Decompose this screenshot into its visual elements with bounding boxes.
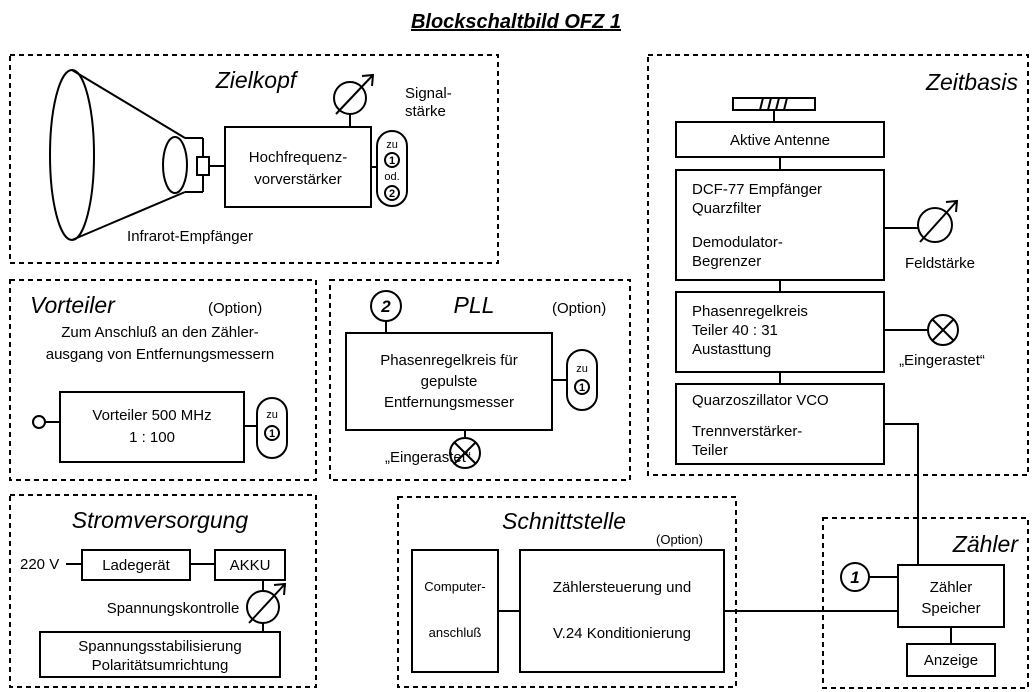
ir-receiver-label: Infrarot-Empfänger [127,228,253,245]
connector-pill-vorteiler [256,397,288,459]
phase-lock-box [675,291,885,373]
pill-num-2: 2 [389,188,395,200]
vorteiler-box [59,391,245,463]
vorteiler-frame [9,279,317,481]
pll-box [345,332,553,431]
pill-num-1: 1 [269,428,275,440]
antenna-icon [732,97,816,122]
connector-pill-zielkopf [376,130,408,207]
dcf-label-1: DCF-77 Empfänger [692,181,822,198]
charger-box [81,549,191,581]
section-vorteiler: Vorteiler (Option) Zum Anschluß an den Z… [9,279,317,481]
pll-number: 2 [380,297,391,316]
dcf-label-4: Begrenzer [692,253,761,270]
stabilizer-box [39,631,281,678]
battery-label: AKKU [230,557,271,574]
section-stromversorgung: Stromversorgung 220 V Ladegerät AKKU Spa… [9,494,317,688]
hf-amplifier-label-1: Hochfrequenz- [249,149,347,166]
quartz-oscillator-box [675,383,885,465]
section-zaehler: Zähler 1 Zähler Speicher Anzeige [822,517,1029,689]
vorteiler-box-label-2: 1 : 100 [129,429,175,446]
diagram-title: Blockschaltbild OFZ 1 [411,11,621,33]
quarz-label-2: Trennverstärker- [692,423,802,440]
pll-box-label-2: gepulste [421,373,478,390]
vorteiler-desc-1: Zum Anschluß an den Zähler- [61,324,259,341]
schnitt-frame [397,496,737,688]
zaehler-frame [822,517,1029,689]
quarz-label-3: Teiler [692,442,728,459]
zaehler-title: Zähler [952,531,1020,557]
dcf77-receiver-box [675,169,885,281]
vorteiler-option: (Option) [208,300,262,317]
display-box [906,643,996,677]
counter-memory-box [897,564,1005,628]
voltage-control-label: Spannungskontrolle [107,600,240,617]
field-strength-label: Feldstärke [905,255,975,272]
zeitbasis-title: Zeitbasis [925,69,1019,95]
pill-num-1: 1 [389,155,395,167]
battery-box [214,549,286,581]
counter-memory-label-2: Speicher [921,600,980,617]
field-strength-meter-icon [917,199,959,243]
zielkopf-frame [9,54,499,264]
charger-label: Ladegerät [102,557,170,574]
computer-port-label-1: Computer- [424,579,485,594]
pll-lamp-label: „Eingerastet“ [385,449,471,466]
pll-lamp-icon [449,437,481,469]
pll-option: (Option) [552,300,606,317]
signal-meter-icon [333,73,375,115]
zaehler-number: 1 [850,568,859,587]
pill-od-label: od. [384,171,399,183]
stabilizer-label-1: Spannungsstabilisierung [78,638,241,655]
section-pll: 2 PLL (Option) Phasenregelkreis für gepu… [329,279,631,481]
voltage-meter-icon [246,582,287,624]
input-terminal-icon [32,415,46,429]
schnitt-option: (Option) [656,532,703,547]
dcf-label-2: Quarzfilter [692,200,761,217]
counter-control-label-1: Zählersteuerung und [553,579,691,596]
pll-box-label-1: Phasenregelkreis für [380,352,518,369]
hf-amplifier-label-2: vorverstärker [254,171,342,188]
pill-zu-label: zu [576,363,588,375]
section-schnittstelle: Schnittstelle (Option) Computer- anschlu… [397,496,737,688]
computer-port-box [411,549,499,673]
pll-title: PLL [454,292,495,318]
schnitt-title: Schnittstelle [502,508,626,534]
zeitbasis-lamp-icon [927,314,959,346]
pill-zu-label: zu [386,139,398,151]
antenna-label: Aktive Antenne [730,132,830,149]
pill-zu-label: zu [266,409,278,421]
signal-label-2: stärke [405,103,446,120]
wire-oscillator-to-counter [884,423,919,565]
phase-label-2: Teiler 40 : 31 [692,322,778,339]
strom-title: Stromversorgung [72,507,249,533]
signal-label-1: Signal- [405,85,452,102]
vorteiler-box-label-1: Vorteiler 500 MHz [92,407,211,424]
display-label: Anzeige [924,652,978,669]
section-zeitbasis: Zeitbasis Aktive Antenne DCF-77 Empfänge… [647,54,1029,476]
pll-box-label-3: Entfernungsmesser [384,394,514,411]
vorteiler-desc-2: ausgang von Entfernungsmessern [46,346,274,363]
computer-port-label-2: anschluß [429,625,482,640]
pill-num-1: 1 [579,382,585,394]
v220-label: 220 V [20,556,59,573]
vorteiler-title: Vorteiler [30,292,116,318]
stabilizer-label-2: Polaritätsumrichtung [92,657,229,674]
counter-control-box [519,549,725,673]
section-zielkopf: Zielkopf Infrarot-Empfänger Hochfrequenz… [9,54,499,264]
counter-control-label-2: V.24 Konditionierung [553,625,691,642]
counter-memory-label-1: Zähler [930,579,973,596]
infrared-receiver-icon [49,69,225,241]
zeitbasis-frame [647,54,1029,476]
hf-amplifier-box [224,126,372,208]
phase-label-1: Phasenregelkreis [692,303,808,320]
zeitbasis-lamp-label: „Eingerastet“ [899,352,985,369]
zielkopf-title: Zielkopf [215,67,299,93]
pll-frame [329,279,631,481]
quarz-label-1: Quarzoszillator VCO [692,392,829,409]
strom-frame [9,494,317,688]
dcf-label-3: Demodulator- [692,234,783,251]
phase-label-3: Austasttung [692,341,771,358]
